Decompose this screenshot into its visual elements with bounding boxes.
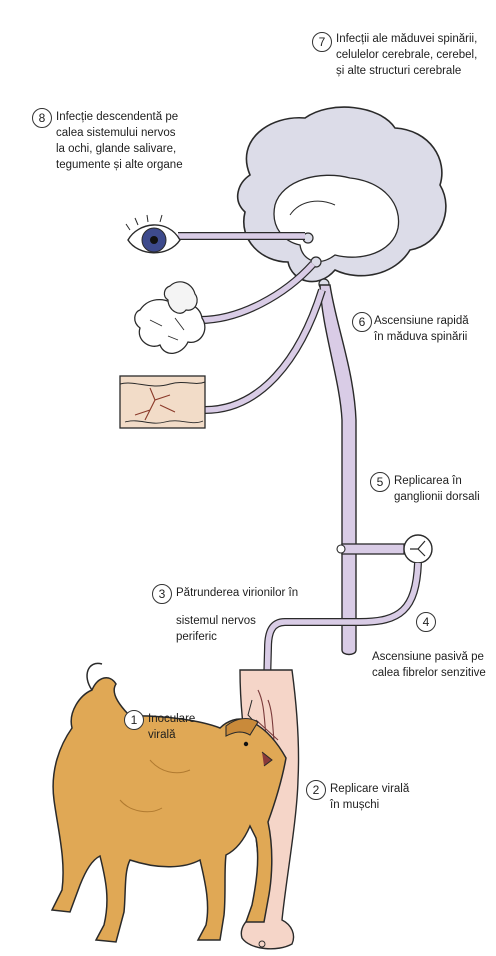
step-line: calea fibrelor senzitive [372,666,486,680]
step-number: 1 [124,710,144,730]
step-line: Infecții ale măduvei spinării, [336,32,477,46]
step-line: virală [148,728,175,742]
step-line: periferic [176,630,217,644]
step-number: 5 [370,472,390,492]
step-line: și alte structuri cerebrale [336,64,461,78]
step-line: la ochi, glande salivare, [56,142,176,156]
step-line: calea sistemului nervos [56,126,176,140]
eye-icon [126,215,180,253]
salivary-gland-icon [135,282,205,354]
step-number: 8 [32,108,52,128]
step-number: 4 [416,612,436,632]
step-line: celulelor cerebrale, cerebel, [336,48,477,62]
step-number: 3 [152,584,172,604]
step-number: 2 [306,780,326,800]
step-line: Replicare virală [330,782,409,796]
step-line: ganglionii dorsali [394,490,480,504]
step-line: în măduva spinării [374,330,467,344]
step-line: Replicarea în [394,474,462,488]
step-line: în mușchi [330,798,379,812]
step-line: Pătrunderea virionilor în [176,586,298,600]
spinal-cord [320,285,356,655]
step-line: Ascensiune rapidă [374,314,469,328]
step-line: Ascensiune pasivă pe [372,650,484,664]
step-line: sistemul nervos [176,614,256,628]
step-line: Inoculare [148,712,195,726]
skin-tissue-icon [120,376,205,428]
step-number: 7 [312,32,332,52]
brain-illustration [238,107,446,289]
step-number: 6 [352,312,372,332]
step-line: tegumente și alte organe [56,158,183,172]
step-line: Infecție descendentă pe [56,110,178,124]
